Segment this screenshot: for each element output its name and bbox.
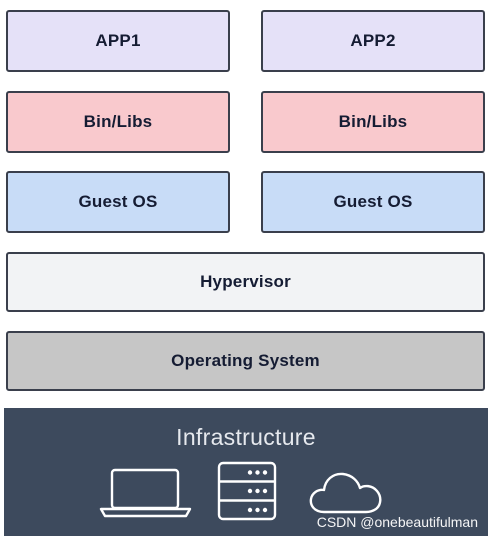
laptop-icon <box>99 468 192 518</box>
server-icon <box>217 461 277 521</box>
left-guest-os-label: Guest OS <box>78 192 158 211</box>
hypervisor-label: Hypervisor <box>200 272 291 291</box>
watermark: CSDN @onebeautifulman <box>316 514 478 530</box>
app1-box: APP1 <box>6 10 230 72</box>
app1-label: APP1 <box>95 31 141 50</box>
left-guest-os-box: Guest OS <box>6 171 230 233</box>
right-bin-libs-box: Bin/Libs <box>261 91 485 153</box>
cloud-icon <box>309 472 382 514</box>
app2-box: APP2 <box>261 10 485 72</box>
operating-system-label: Operating System <box>171 351 320 370</box>
infrastructure-title: Infrastructure <box>176 424 316 450</box>
left-bin-libs-box: Bin/Libs <box>6 91 230 153</box>
right-guest-os-box: Guest OS <box>261 171 485 233</box>
app2-label: APP2 <box>350 31 396 50</box>
right-guest-os-label: Guest OS <box>333 192 413 211</box>
operating-system-box: Operating System <box>6 331 485 391</box>
right-bin-libs-label: Bin/Libs <box>338 112 408 131</box>
infrastructure-panel: Infrastructure CSDN @onebeautifulman <box>4 408 488 536</box>
left-bin-libs-label: Bin/Libs <box>83 112 153 131</box>
hypervisor-box: Hypervisor <box>6 252 485 312</box>
